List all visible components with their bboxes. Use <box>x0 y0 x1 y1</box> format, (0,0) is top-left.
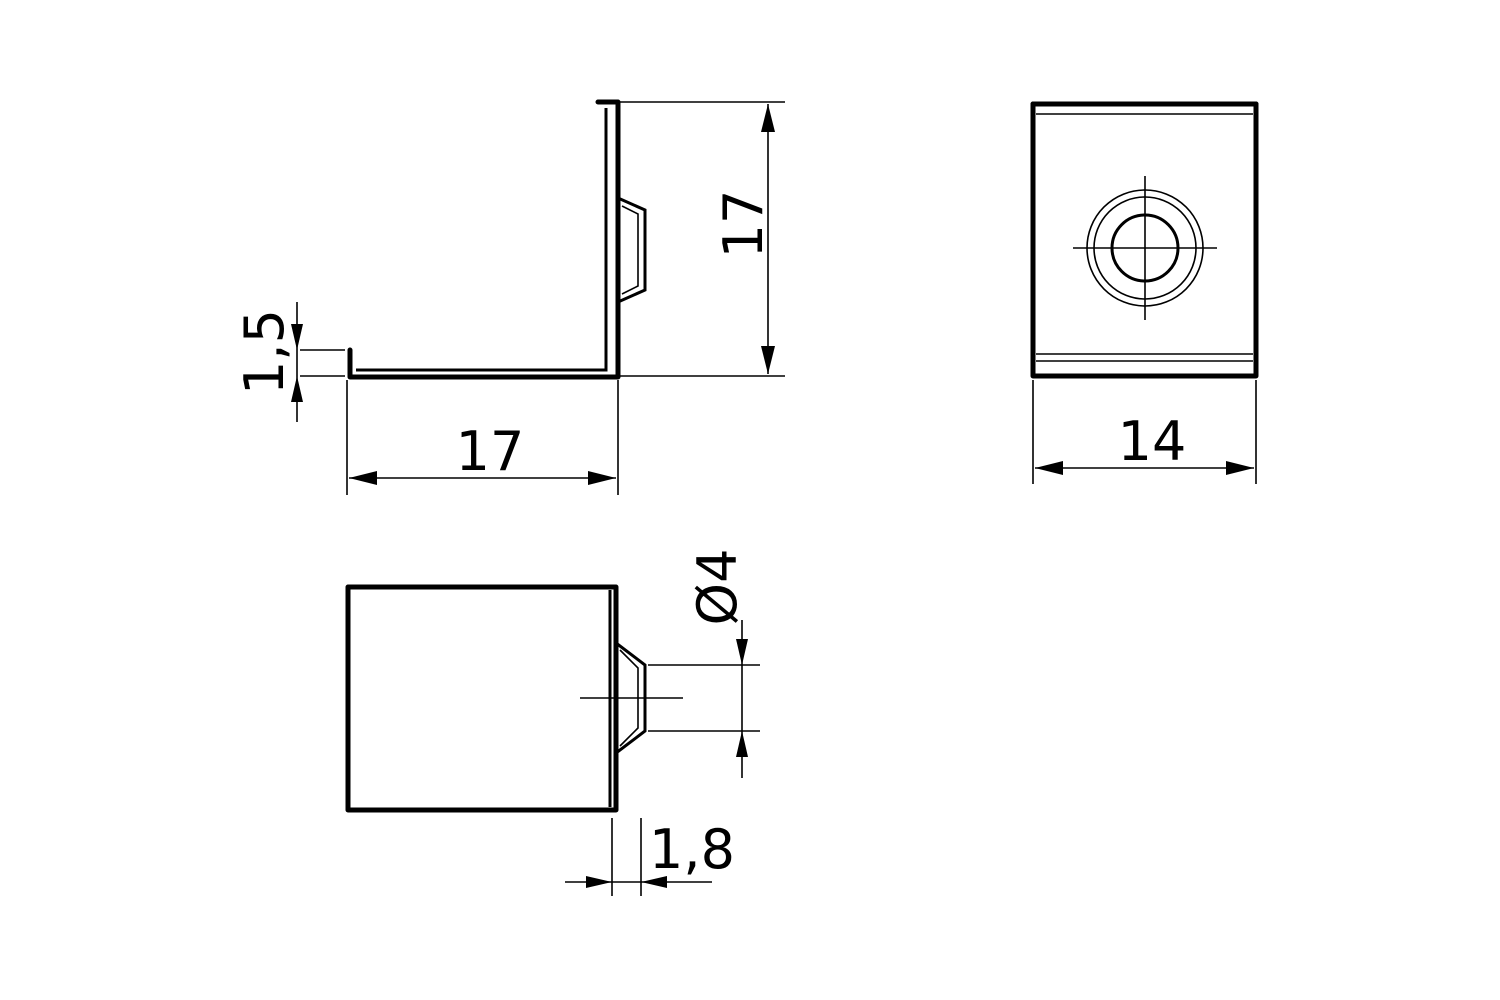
length-arrow-right <box>588 471 616 485</box>
side-view-inner-line <box>356 108 608 372</box>
length-arrow-left <box>349 471 377 485</box>
side-view-countersink-boss <box>617 196 647 304</box>
flange-arrow-top <box>291 324 303 350</box>
width-dimension-label: 14 <box>1118 410 1187 473</box>
width-arrow-right <box>1226 461 1254 475</box>
side-view-profile <box>347 99 621 380</box>
height-arrow-bottom <box>761 346 775 374</box>
top-view: Ø4 1,8 <box>345 549 760 896</box>
front-view: 14 <box>1030 101 1259 484</box>
flange-arrow-bottom <box>291 376 303 402</box>
top-view-outline <box>345 584 619 813</box>
flange-dimension-label: 1,5 <box>233 309 296 395</box>
height-arrow-top <box>761 104 775 132</box>
depth-arrow-right <box>641 876 667 888</box>
hole-dimension-label: Ø4 <box>686 549 749 626</box>
height-dimension-label: 17 <box>712 190 775 259</box>
depth-dimension-label: 1,8 <box>649 818 735 881</box>
hole-arrow-bottom <box>736 731 748 757</box>
depth-arrow-left <box>586 876 612 888</box>
length-dimension-label: 17 <box>456 420 525 483</box>
width-arrow-left <box>1035 461 1063 475</box>
side-view-countersink-inner <box>621 205 639 295</box>
side-view: 17 17 1,5 <box>233 99 785 495</box>
hole-arrow-top <box>736 639 748 665</box>
